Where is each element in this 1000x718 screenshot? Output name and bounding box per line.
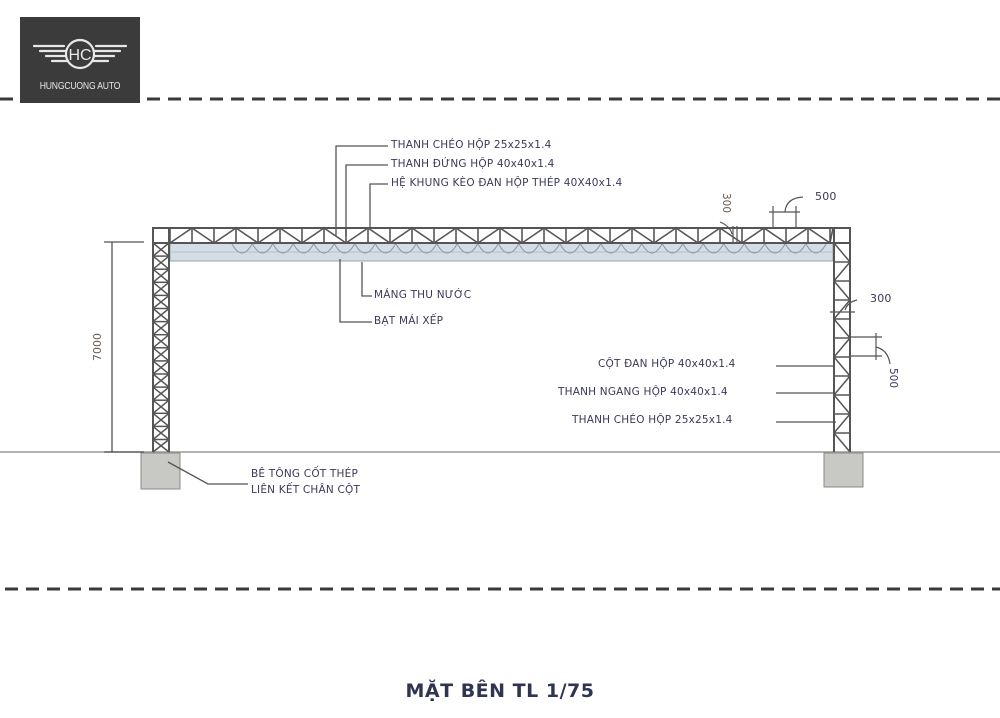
top-leaders (335, 145, 388, 236)
roof-truss (152, 227, 851, 244)
logo-monogram: HC (68, 47, 91, 64)
right-footing (823, 452, 864, 488)
dim-7000: 7000 (91, 333, 104, 361)
label-lattice-column: CỘT ĐAN HỘP 40x40x1.4 (598, 358, 736, 370)
truss-panel-dimension (769, 196, 804, 228)
column-width-dimension (830, 299, 858, 313)
label-diagonal-brace-top: THANH CHÉO HỘP 25x25x1.4 (391, 139, 552, 151)
label-truss-system: HỆ KHUNG KÈO ĐAN HỘP THÉP 40X40x1.4 (391, 177, 623, 189)
label-gutter: MÁNG THU NƯỚC (374, 289, 472, 301)
roof-leaders (339, 259, 372, 323)
height-dimension (104, 241, 144, 453)
footing-leader (167, 461, 248, 485)
column-panel-dimension (850, 333, 891, 365)
brand-logo: HC HUNGCUONG AUTO (20, 17, 140, 103)
label-horizontal-member: THANH NGANG HỘP 40x40x1.4 (558, 386, 728, 398)
dim-300-truss: 300 (720, 193, 732, 213)
dim-500-truss: 500 (815, 190, 837, 203)
drawing-title: MẶT BÊN TL 1/75 (405, 680, 595, 702)
right-column (833, 228, 851, 453)
label-folding-canopy: BẠT MÁI XẾP (374, 315, 444, 327)
dim-300-column: 300 (870, 292, 892, 305)
hc-wings-emblem-icon: HC (32, 38, 128, 70)
label-footing-line2: LIÊN KẾT CHÂN CỘT (251, 484, 361, 496)
label-footing-line1: BÊ TÔNG CỐT THÉP (251, 468, 359, 480)
folded-fabric-scallops (231, 243, 827, 254)
label-diagonal-brace-column: THANH CHÉO HỘP 25x25x1.4 (572, 414, 733, 426)
dim-500-column: 500 (887, 368, 899, 388)
left-column (152, 228, 170, 453)
column-leaders (776, 365, 836, 423)
label-vertical-member: THANH ĐỨNG HỘP 40x40x1.4 (391, 158, 555, 170)
logo-brand-name: HUNGCUONG AUTO (39, 81, 121, 92)
truss-depth-dimension (719, 221, 738, 244)
left-footing (140, 452, 181, 490)
